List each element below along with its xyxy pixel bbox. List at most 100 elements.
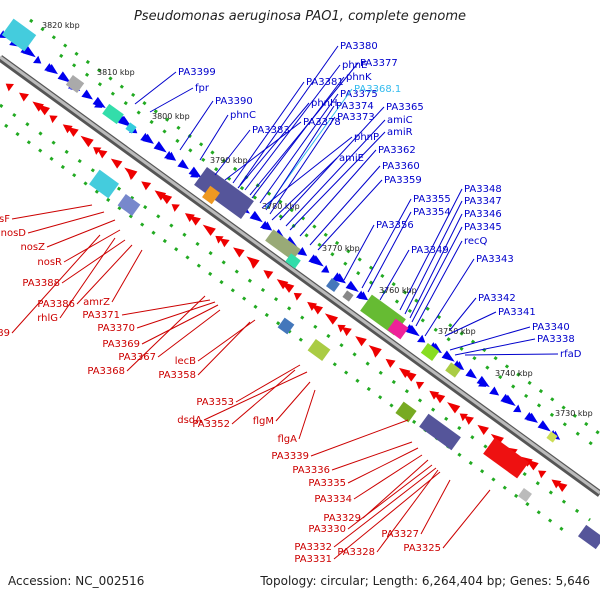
gene-label[interactable]: rhlG	[37, 313, 58, 324]
label-leader-line	[126, 295, 206, 372]
gene-label[interactable]: phnE	[342, 60, 367, 71]
gene-label[interactable]: PA3356	[376, 220, 414, 231]
gene-label[interactable]: nosZ	[20, 242, 45, 253]
gene-label[interactable]: PA3340	[532, 322, 570, 333]
gene-label[interactable]: phnP	[354, 132, 379, 143]
gene-label[interactable]: nosD	[1, 228, 27, 239]
gene-label[interactable]: PA3355	[413, 194, 451, 205]
reverse-gene-arrow	[5, 83, 14, 92]
gene-label[interactable]: PA3367	[118, 352, 156, 363]
label-leader-line	[310, 419, 409, 457]
feature-box	[387, 318, 409, 340]
gene-label[interactable]: PA3370	[97, 323, 135, 334]
label-leader-line	[379, 249, 410, 301]
gene-label[interactable]: phnH	[311, 98, 338, 109]
gene-label[interactable]: PA3334	[314, 494, 352, 505]
gene-label[interactable]: PA3338	[537, 334, 575, 345]
gene-label[interactable]: PA3327	[381, 529, 419, 540]
gene-label[interactable]: PA3359	[384, 175, 422, 186]
gene-label[interactable]: amiE	[339, 153, 364, 164]
gene-label[interactable]: PA3328	[337, 547, 375, 558]
gene-label[interactable]: PA3362	[378, 145, 416, 156]
gene-label[interactable]: rfaD	[560, 349, 582, 360]
gene-label[interactable]: PA3374	[336, 101, 374, 112]
label-leader-line	[261, 136, 353, 209]
gene-label[interactable]: PA3347	[464, 196, 502, 207]
gene-label[interactable]: amrZ	[83, 297, 110, 308]
gene-label[interactable]: PA3386	[37, 299, 75, 310]
gene-label[interactable]: PA3388	[22, 278, 60, 289]
gene-label[interactable]: dsdA	[177, 415, 202, 426]
gene-label[interactable]: PA3331	[294, 554, 332, 565]
gene-label[interactable]: nosF	[0, 214, 10, 225]
gene-label[interactable]: PA3368	[87, 366, 125, 377]
label-leader-line	[279, 106, 385, 221]
gene-label[interactable]: nosR	[37, 257, 62, 268]
gene-label[interactable]: amiR	[387, 127, 413, 138]
feature-box	[518, 488, 532, 502]
gene-label[interactable]: PA3332	[294, 542, 332, 553]
gene-label[interactable]: flgA	[278, 434, 298, 445]
gene-label[interactable]: PA3348	[464, 184, 502, 195]
label-leader-line	[399, 188, 463, 311]
gene-label[interactable]: PA3373	[337, 112, 375, 123]
gene-label[interactable]: phnK	[346, 72, 372, 83]
label-leader-line	[367, 211, 412, 293]
gene-label[interactable]: PA3342	[478, 293, 516, 304]
gene-label[interactable]: PA3368.1	[354, 84, 401, 95]
forward-gene-arrow	[441, 350, 455, 362]
label-leader-line	[343, 224, 375, 281]
gene-label[interactable]: PA3390	[215, 96, 253, 107]
gene-label[interactable]: PA3358	[158, 370, 196, 381]
label-leader-line	[63, 229, 121, 263]
gene-label[interactable]: PA3346	[464, 209, 502, 220]
gene-label[interactable]: PA3360	[382, 161, 420, 172]
gene-label[interactable]: PA3369	[102, 339, 140, 350]
gene-label[interactable]: PA3399	[178, 67, 216, 78]
gene-label[interactable]: PA3389	[0, 328, 10, 339]
label-leader-line	[244, 64, 341, 191]
gene-label[interactable]: PA3380	[340, 41, 378, 52]
gene-label[interactable]: PA3353	[196, 397, 234, 408]
gene-label[interactable]: PA3345	[464, 222, 502, 233]
gene-label[interactable]: recQ	[464, 236, 488, 247]
label-leader-line	[269, 116, 336, 215]
reverse-gene-arrow	[341, 327, 352, 337]
gene-label[interactable]: PA3325	[403, 543, 441, 554]
gene-label[interactable]: PA3365	[386, 102, 424, 113]
forward-gene-arrow	[358, 291, 369, 301]
gene-label[interactable]: lecB	[175, 356, 196, 367]
label-leader-line	[362, 459, 429, 519]
gene-label[interactable]: PA3354	[413, 207, 451, 218]
gene-label[interactable]: PA3336	[292, 465, 330, 476]
gene-label[interactable]: PA3378	[303, 117, 341, 128]
gene-label[interactable]: PA3377	[360, 58, 398, 69]
gene-label[interactable]: PA3343	[476, 254, 514, 265]
gene-label[interactable]: PA3352	[192, 419, 230, 430]
feature-box	[546, 431, 558, 443]
label-leader-line	[59, 237, 116, 319]
gene-label[interactable]: phnC	[230, 110, 256, 121]
reverse-gene-arrow	[293, 292, 303, 301]
forward-gene-arrow	[142, 133, 154, 144]
gene-label[interactable]: PA3349	[411, 245, 449, 256]
gene-label[interactable]: fpr	[195, 83, 210, 94]
reverse-gene-arrow	[97, 149, 108, 159]
label-leader-line	[179, 100, 214, 151]
gene-label[interactable]: PA3341	[498, 307, 536, 318]
gene-label[interactable]: PA3375	[340, 89, 378, 100]
gene-label[interactable]: PA3371	[82, 310, 120, 321]
gene-label[interactable]: amiC	[387, 115, 413, 126]
reverse-gene-arrow	[62, 124, 73, 134]
gene-label[interactable]: PA3381	[306, 77, 344, 88]
reverse-gene-arrow	[403, 370, 417, 382]
gene-label[interactable]: PA3330	[308, 524, 346, 535]
feature-box	[89, 169, 119, 199]
gene-label[interactable]: PA3339	[271, 451, 309, 462]
gene-label[interactable]: PA3329	[323, 513, 361, 524]
forward-gene-arrow	[94, 100, 103, 108]
gene-label[interactable]: PA3383	[252, 125, 290, 136]
gene-label[interactable]: PA3335	[308, 478, 346, 489]
gene-label[interactable]: flgM	[253, 416, 274, 427]
label-leader-line	[333, 467, 437, 548]
